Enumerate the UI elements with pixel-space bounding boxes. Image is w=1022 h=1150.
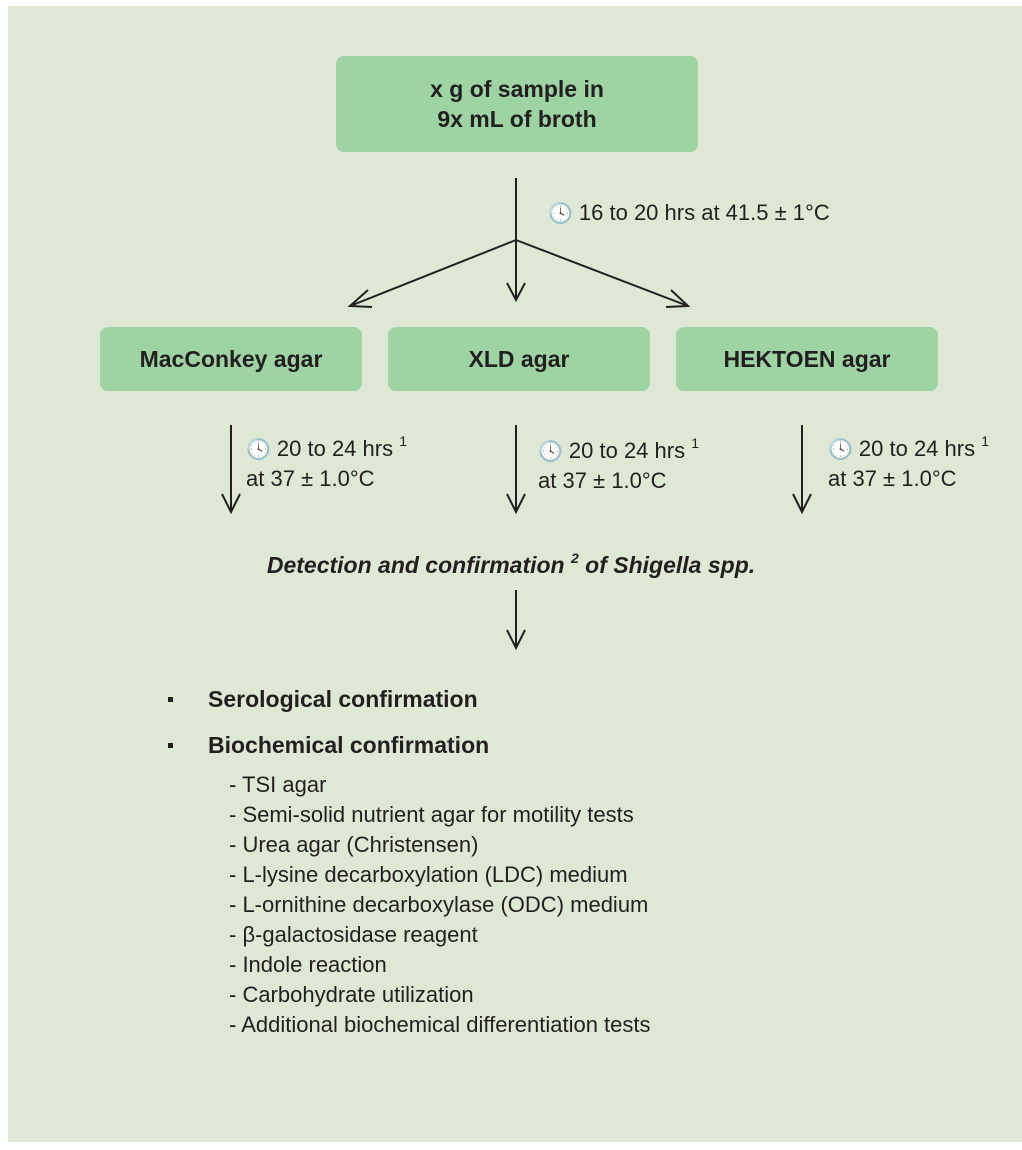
detection-text-before: Detection and confirmation (266, 552, 565, 578)
hektoen-time: 20 to 24 hrs (858, 436, 976, 461)
footnote-1: 1 (691, 435, 700, 451)
detection-heading: Detection and confirmation 2 of Shigella… (0, 550, 1022, 580)
hektoen-agar-box: HEKTOEN agar (676, 327, 938, 391)
macconkey-temp: at 37 ± 1.0°C (246, 466, 375, 491)
macconkey-time: 20 to 24 hrs (276, 436, 394, 461)
enrichment-label: 🕓16 to 20 hrs at 41.5 ± 1°C (548, 198, 830, 228)
arrowhead-xld (506, 282, 526, 303)
xld-agar-label: XLD agar (468, 346, 570, 372)
footnote-1: 1 (981, 433, 990, 449)
biochemical-confirmation: Biochemical confirmation (208, 731, 490, 758)
list-item: - Indole reaction (229, 952, 387, 977)
biochemical-tests-list: - TSI agar - Semi-solid nutrient agar fo… (229, 770, 651, 1040)
bullet-icon (168, 696, 173, 702)
clock-icon: 🕓 (246, 437, 271, 461)
arrow-to-hektoen (515, 239, 689, 307)
list-item: - Semi-solid nutrient agar for motility … (229, 802, 634, 827)
arrowhead-hektoen (665, 289, 691, 308)
arrowhead-macconkey (347, 289, 373, 308)
arrowhead-hektoen-down (792, 493, 812, 515)
xld-time: 20 to 24 hrs (568, 438, 686, 463)
sample-box-line2: 9x mL of broth (437, 106, 597, 132)
arrow-to-macconkey (349, 239, 517, 307)
list-item: - β-galactosidase reagent (229, 922, 478, 947)
clock-icon: 🕓 (828, 437, 853, 461)
list-item: - L-lysine decarboxylation (LDC) medium (229, 862, 628, 887)
list-item: - L-ornithine decarboxylase (ODC) medium (229, 892, 649, 917)
clock-icon: 🕓 (538, 439, 563, 463)
list-item: - TSI agar (229, 772, 327, 797)
xld-incubation: 🕓20 to 24 hrs 1 at 37 ± 1.0°C (538, 436, 699, 496)
hektoen-agar-label: HEKTOEN agar (723, 346, 891, 372)
list-item: - Additional biochemical differentiation… (229, 1012, 651, 1037)
serological-confirmation: Serological confirmation (208, 685, 478, 712)
xld-agar-box: XLD agar (388, 327, 650, 391)
arrowhead-detection-down (506, 629, 526, 651)
hektoen-temp: at 37 ± 1.0°C (828, 466, 957, 491)
arrowhead-macconkey-down (221, 493, 241, 515)
footnote-1: 1 (399, 433, 408, 449)
sample-box-line1: x g of sample in (430, 76, 604, 102)
arrowhead-xld-down (506, 493, 526, 515)
list-item: Biochemical confirmation (168, 730, 489, 760)
bullet-icon (168, 742, 173, 748)
footnote-2: 2 (570, 550, 579, 566)
hektoen-incubation: 🕓20 to 24 hrs 1 at 37 ± 1.0°C (828, 434, 989, 494)
macconkey-agar-label: MacConkey agar (139, 346, 323, 372)
list-item: Serological confirmation (168, 684, 489, 714)
macconkey-incubation: 🕓20 to 24 hrs 1 at 37 ± 1.0°C (246, 434, 407, 494)
enrichment-text: 16 to 20 hrs at 41.5 ± 1°C (578, 200, 830, 225)
xld-temp: at 37 ± 1.0°C (538, 468, 667, 493)
clock-icon: 🕓 (548, 201, 573, 225)
macconkey-agar-box: MacConkey agar (100, 327, 362, 391)
sample-box: x g of sample in 9x mL of broth (336, 56, 698, 152)
detection-text-after: of Shigella spp. (585, 552, 756, 578)
list-item: - Carbohydrate utilization (229, 982, 474, 1007)
list-item: - Urea agar (Christensen) (229, 832, 479, 857)
confirmation-list: Serological confirmation Biochemical con… (168, 684, 489, 776)
